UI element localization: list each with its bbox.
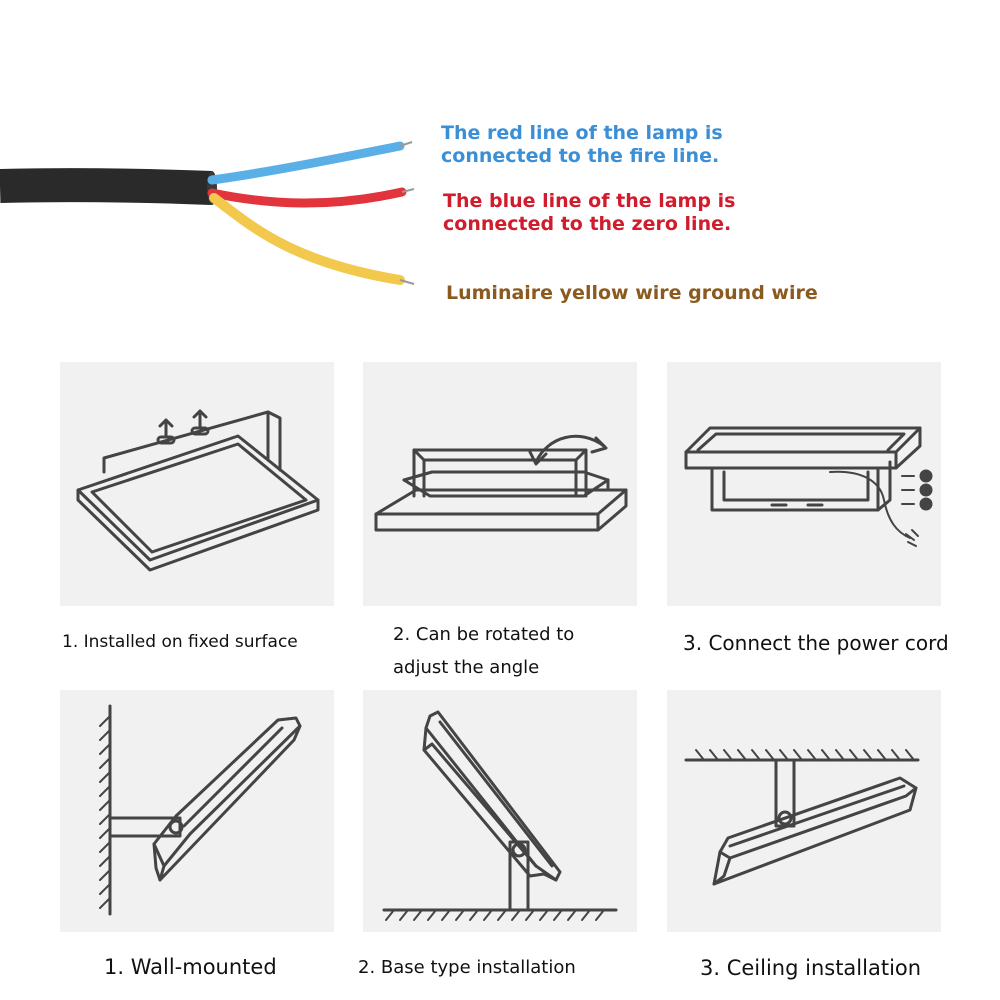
- blue-wire-label-line2: connected to the fire line.: [441, 145, 720, 167]
- ceiling-drawing: [684, 749, 920, 886]
- power-cord-drawing: [684, 426, 933, 547]
- blue-wire-label: The red line of the lamp is connected to…: [441, 122, 723, 168]
- red-wire-tip: [401, 188, 415, 193]
- yellow-wire: [209, 193, 405, 285]
- red-wire-label-line2: connected to the zero line.: [443, 213, 732, 235]
- yellow-wire-tip: [399, 279, 415, 285]
- yellow-wire-label: Luminaire yellow wire ground wire: [446, 282, 818, 304]
- blue-wire-label-line1: The red line of the lamp is: [441, 122, 723, 144]
- cable-illustration: [0, 141, 415, 285]
- caption-base-type: 2. Base type installation: [358, 957, 576, 978]
- caption-wall-mounted: 1. Wall-mounted: [104, 955, 277, 979]
- caption-power-cord: 3. Connect the power cord: [683, 631, 949, 655]
- caption-rotate-line2: adjust the angle: [393, 657, 540, 678]
- red-wire: [207, 187, 407, 208]
- blue-wire-tip: [399, 141, 413, 147]
- caption-rotate-line1: 2. Can be rotated to: [393, 624, 575, 645]
- caption-ceiling: 3. Ceiling installation: [700, 956, 922, 980]
- panel-base-type: [363, 690, 637, 932]
- caption-rotate: 2. Can be rotated to adjust the angle: [393, 612, 574, 690]
- wall-mounted-drawing: [99, 704, 302, 916]
- black-cable: [0, 168, 213, 205]
- caption-fixed-surface: 1. Installed on fixed surface: [62, 632, 298, 652]
- fixed-surface-drawing: [76, 409, 320, 572]
- blue-wire: [207, 141, 405, 185]
- red-wire-label-line1: The blue line of the lamp is: [443, 190, 736, 212]
- base-type-drawing: [382, 710, 618, 921]
- rotate-drawing: [374, 434, 628, 532]
- red-wire-label: The blue line of the lamp is connected t…: [443, 190, 735, 236]
